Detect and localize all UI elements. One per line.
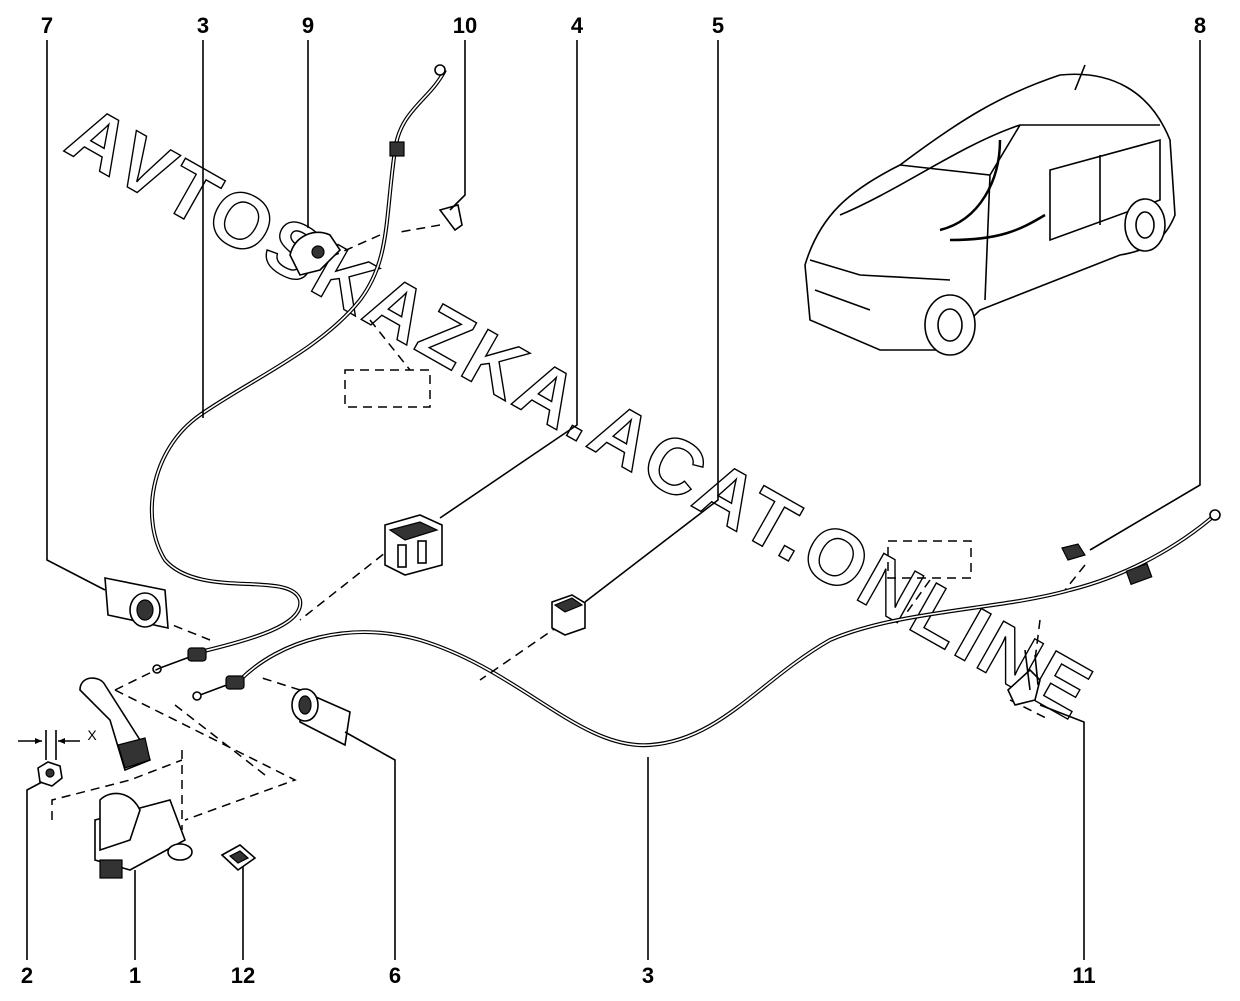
holder-5	[551, 594, 586, 636]
callout-8: 8	[1194, 13, 1206, 38]
callout-9: 9	[302, 13, 314, 38]
callout-3: 3	[197, 13, 209, 38]
callout-7: 7	[41, 13, 53, 38]
callout-10: 10	[453, 13, 477, 38]
vehicle-illustration	[804, 64, 1176, 356]
callouts-top: 7 3 9 10 4 5 8	[41, 13, 1206, 38]
callout-1: 1	[129, 963, 141, 988]
callout-11: 11	[1072, 963, 1095, 988]
grommet-7	[104, 577, 169, 630]
front-cable	[149, 64, 447, 654]
callout-3-bottom: 3	[642, 963, 654, 988]
cable-ends	[152, 647, 245, 701]
dimension-x: X	[18, 727, 97, 760]
leader-lines	[26, 40, 1201, 960]
clip-8	[1061, 543, 1086, 561]
callouts-bottom: 2 1 12 6 3 11	[21, 963, 1096, 988]
clip-12	[220, 844, 257, 872]
callout-5: 5	[712, 13, 724, 38]
bracket-11	[1007, 649, 1041, 706]
rear-cable	[238, 509, 1221, 748]
grommet-6	[291, 688, 351, 747]
callout-4: 4	[571, 13, 584, 38]
callout-12: 12	[231, 963, 255, 988]
clip-10	[438, 203, 463, 232]
lever-assembly	[79, 677, 193, 879]
callout-2: 2	[21, 963, 33, 988]
callout-6: 6	[389, 963, 401, 988]
holder-4	[384, 514, 443, 576]
nut	[37, 761, 63, 787]
dimension-label: X	[87, 727, 97, 743]
bracket-9	[289, 231, 342, 276]
